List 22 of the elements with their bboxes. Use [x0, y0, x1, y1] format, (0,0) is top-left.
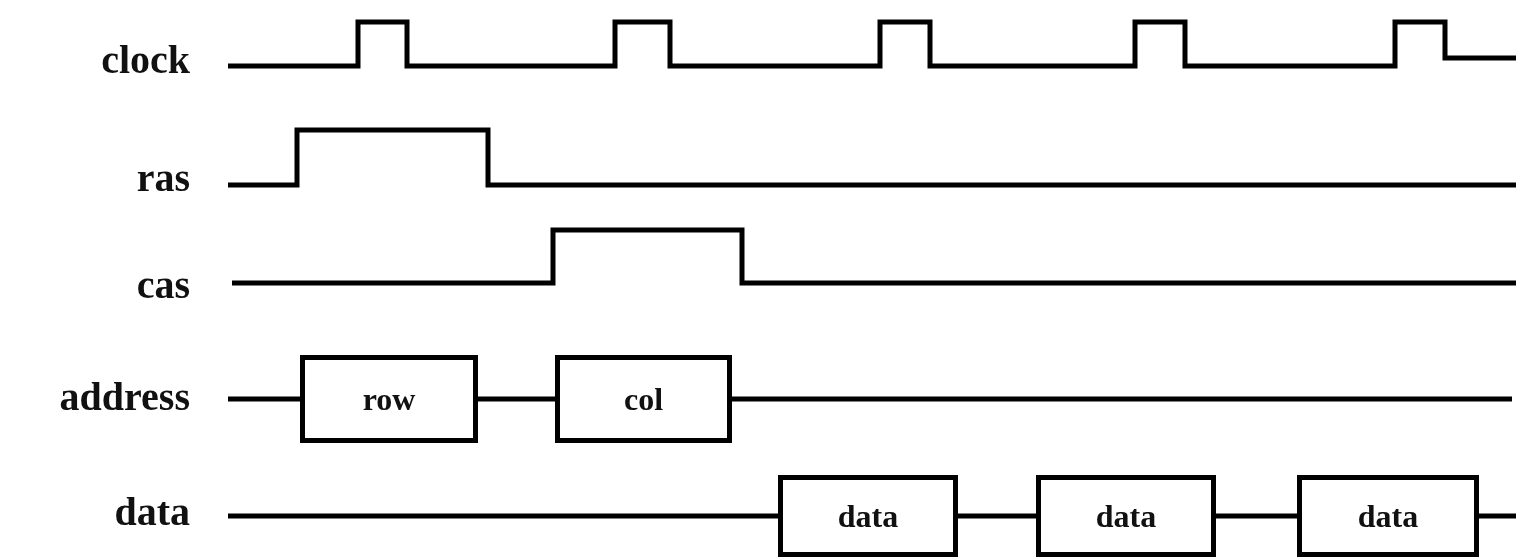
bus-value-text: data	[1357, 497, 1419, 535]
signal-label: data	[114, 492, 190, 532]
bus-line	[732, 396, 1512, 402]
bus-value-text: row	[362, 380, 416, 418]
signal-label: clock	[101, 40, 190, 80]
bus-value-box	[1297, 475, 1479, 557]
signal-label: address	[59, 377, 190, 417]
bus-value-box	[778, 475, 958, 557]
bus-line	[478, 396, 555, 402]
bus-line	[228, 396, 300, 402]
bus-value-box	[300, 355, 478, 443]
signal-label: ras	[136, 158, 190, 198]
bus-value-text: data	[1095, 497, 1157, 535]
signal-label: cas	[136, 265, 190, 305]
bus-line	[228, 513, 778, 519]
bus-value-text: data	[837, 497, 899, 535]
bus-value-text: col	[623, 380, 664, 418]
bus-value-box	[1036, 475, 1216, 557]
bus-line	[958, 513, 1036, 519]
bus-value-box	[555, 355, 732, 443]
bus-line	[1216, 513, 1297, 519]
bus-line	[1479, 513, 1516, 519]
